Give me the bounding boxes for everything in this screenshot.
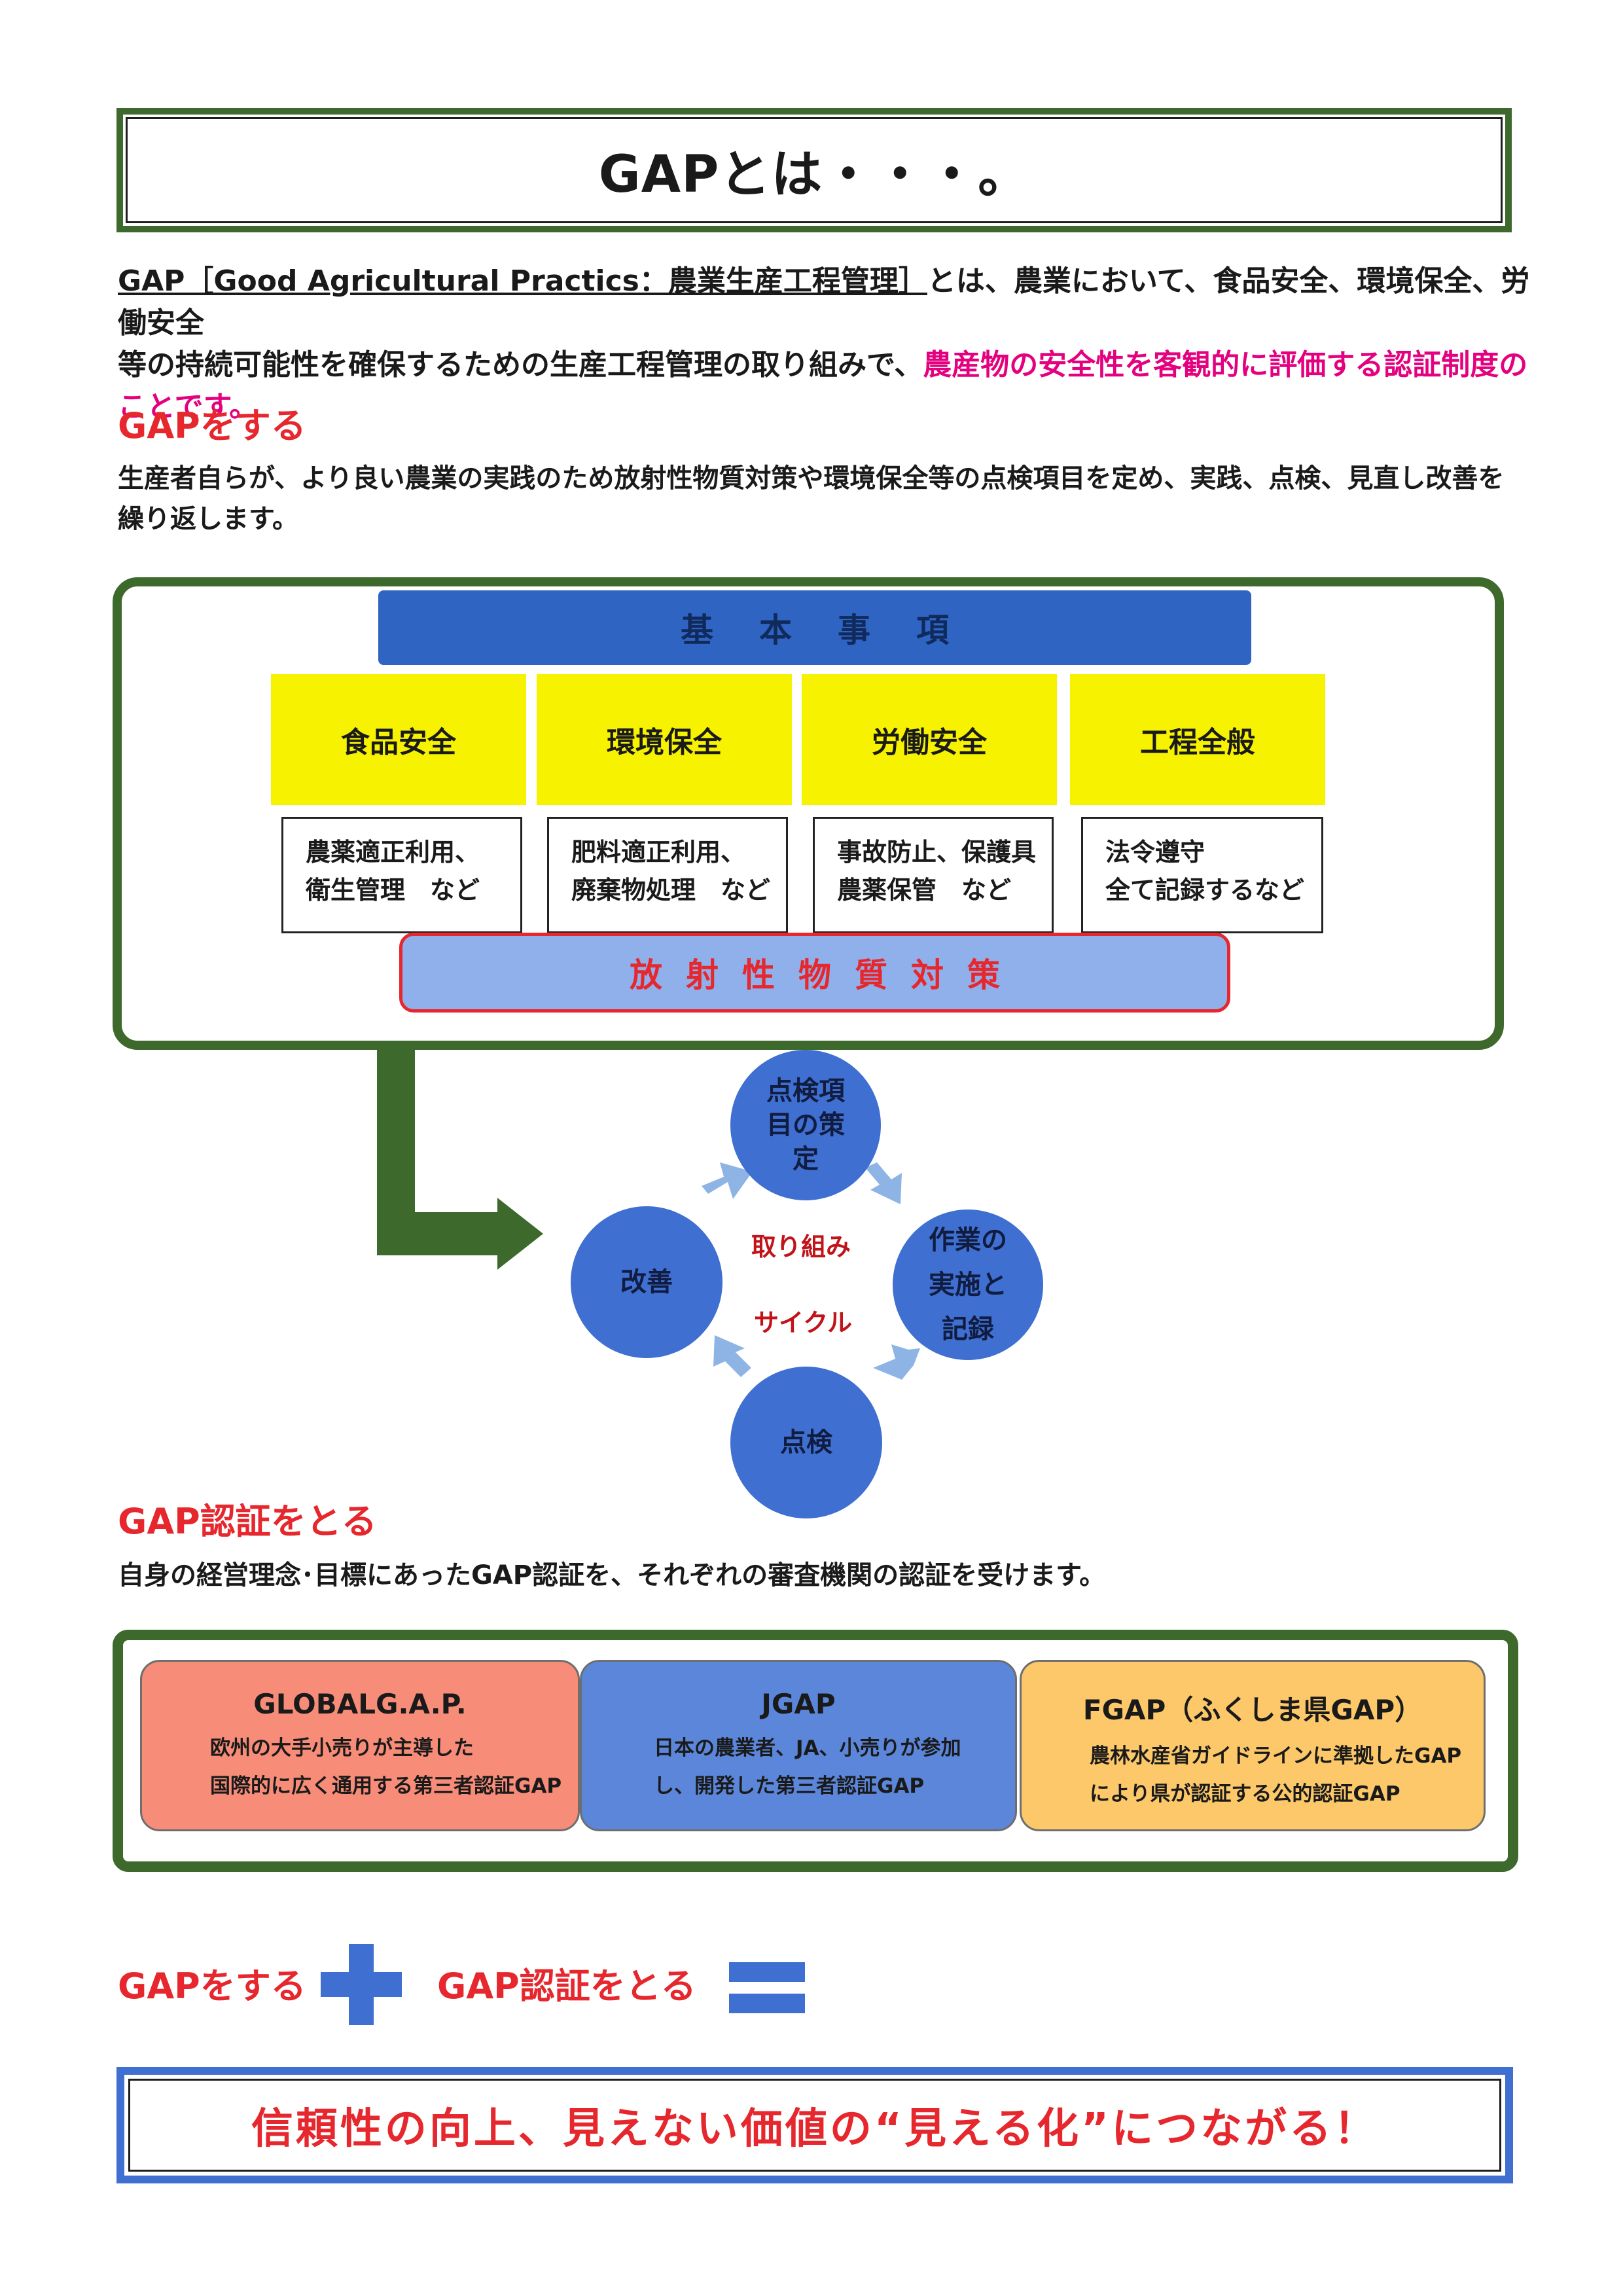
cert-jgap: JGAP 日本の農業者、JA、小売りが参加 し、開発した第三者認証GAP [580, 1660, 1017, 1831]
detail-line: 廃棄物処理 など [571, 876, 771, 905]
basic-items-banner: 基本事項 [378, 590, 1251, 665]
detail-food-safety: 農薬適正利用、 衛生管理 など [281, 817, 522, 933]
cycle-center-label-2: サイクル [754, 1308, 853, 1337]
cert-description-line: 日本の農業者、JA、小売りが参加 [654, 1736, 961, 1760]
conclusion-box: 信頼性の向上、見えない価値の“見える化”につながる！ [116, 2067, 1513, 2183]
category-food-safety: 食品安全 [271, 674, 526, 805]
cycle-text: 実施と [929, 1270, 1007, 1300]
cycle-text: 目の策 [766, 1110, 845, 1140]
detail-line: 全て記録するなど [1105, 876, 1305, 905]
plus-icon [321, 1944, 402, 2025]
detail-line: 法令遵守 [1105, 838, 1205, 867]
intro-highlight: 農産物の安全性を客観的に評価する認証制度のことです。 [118, 348, 1528, 423]
intro-line-1: GAP［Good Agricultural Practics：農業生産工程管理］… [118, 260, 1531, 344]
cycle-step-implement-record: 作業の 実施と 記録 [893, 1210, 1043, 1360]
cert-description-line: 農林水産省ガイドラインに準拠したGAP [1090, 1744, 1462, 1768]
cycle-text: 作業の [929, 1225, 1007, 1255]
gap-do-heading: GAPをする [118, 405, 306, 446]
cert-title: GLOBALG.A.P. [253, 1688, 467, 1720]
detail-line: 農薬保管 など [837, 876, 1012, 905]
detail-environment: 肥料適正利用、 廃棄物処理 など [547, 817, 788, 933]
radiation-measures-bar: 放射性物質対策 [399, 933, 1230, 1013]
category-overall-process: 工程全般 [1070, 674, 1325, 805]
intro-gap-definition: GAP［Good Agricultural Practics：農業生産工程管理］ [118, 264, 927, 298]
cycle-text: 改善 [620, 1267, 673, 1297]
green-flow-arrow-icon [377, 1050, 543, 1270]
cycle-text: 点検項 [766, 1076, 845, 1106]
cert-globalgap: GLOBALG.A.P. 欧州の大手小売りが主導した 国際的に広く通用する第三者… [140, 1660, 580, 1831]
cycle-step-define-check-items: 点検項 目の策 定 [730, 1050, 881, 1200]
detail-line: 事故防止、保護具 [837, 838, 1037, 867]
equation-gap-do: GAPをする [118, 1965, 306, 2007]
cert-title: FGAP（ふくしま県GAP） [1082, 1694, 1423, 1726]
detail-line: 衛生管理 など [306, 876, 480, 905]
category-labor-safety: 労働安全 [802, 674, 1057, 805]
cycle-text: 点検 [780, 1427, 832, 1458]
cycle-step-improvement: 改善 [571, 1206, 722, 1358]
cycle-text: 記録 [942, 1314, 994, 1344]
intro-line-2-plain: 等の持続可能性を確保するための生産工程管理の取り組みで、 [118, 348, 923, 382]
page-title: GAPとは・・・。 [598, 145, 1030, 204]
intro-line-2: 等の持続可能性を確保するための生産工程管理の取り組みで、農産物の安全性を客観的に… [118, 344, 1531, 428]
gap-do-description: 生産者自らが、より良い農業の実践のため放射性物質対策や環境保全等の点検項目を定め… [118, 458, 1518, 539]
detail-line: 農薬適正利用、 [306, 838, 480, 867]
cert-title: JGAP [761, 1688, 836, 1720]
cycle-text: 定 [793, 1144, 819, 1174]
equation-gap-cert: GAP認証をとる [437, 1965, 696, 2007]
cert-description-line: により県が認証する公的認証GAP [1090, 1782, 1400, 1806]
intro-line-1-rest: とは、農業において、食品安全、環境保全、労働安全 [118, 264, 1530, 340]
gap-cert-description: 自身の経営理念･目標にあったGAP認証を、それぞれの審査機関の認証を受けます。 [118, 1560, 1106, 1590]
cert-description-line: し、開発した第三者認証GAP [654, 1774, 925, 1798]
detail-line: 肥料適正利用、 [571, 838, 746, 867]
detail-labor-safety: 事故防止、保護具 農薬保管 など [813, 817, 1054, 933]
gap-cert-heading: GAP認証をとる [118, 1501, 377, 1542]
title-box: GAPとは・・・。 [116, 108, 1512, 232]
cycle-center-label-1: 取り組み [751, 1232, 851, 1261]
category-environment: 環境保全 [537, 674, 792, 805]
conclusion-text: 信頼性の向上、見えない価値の“見える化”につながる！ [251, 2105, 1379, 2153]
cert-description-line: 国際的に広く通用する第三者認証GAP [210, 1774, 562, 1798]
cycle-arrow-icon [702, 1162, 920, 1380]
cert-description-line: 欧州の大手小売りが主導した [210, 1736, 474, 1760]
cycle-step-inspection: 点検 [730, 1367, 882, 1518]
cert-fgap: FGAP（ふくしま県GAP） 農林水産省ガイドラインに準拠したGAP により県が… [1020, 1660, 1486, 1831]
gap-do-line-2: 繰り返します。 [118, 504, 298, 534]
gap-do-line-1: 生産者自らが、より良い農業の実践のため放射性物質対策や環境保全等の点検項目を定め… [118, 463, 1505, 493]
equals-icon [729, 1962, 805, 2013]
detail-overall-process: 法令遵守 全て記録するなど [1081, 817, 1323, 933]
intro-paragraph: GAP［Good Agricultural Practics：農業生産工程管理］… [118, 260, 1531, 428]
